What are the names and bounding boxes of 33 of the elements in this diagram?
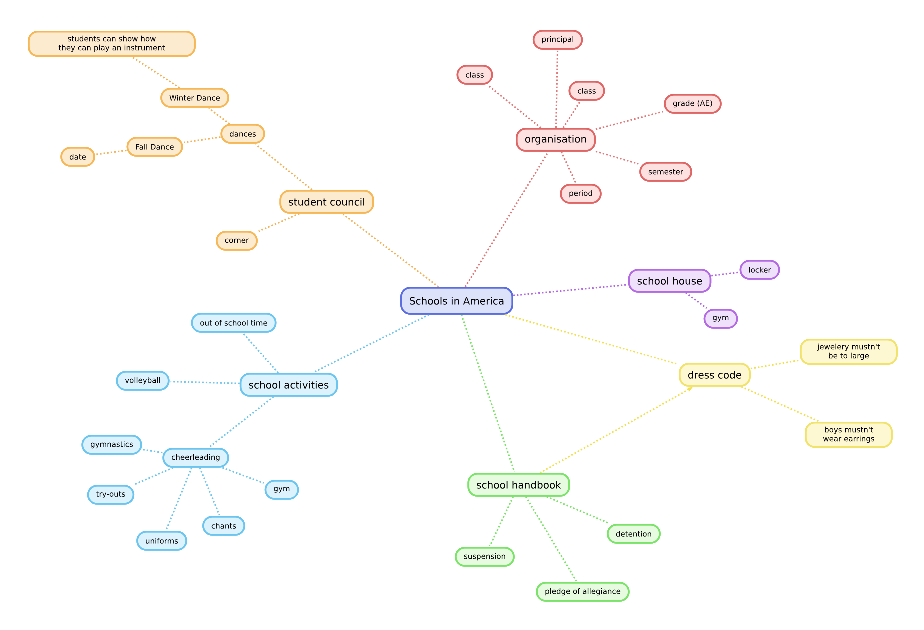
connector-line <box>143 449 163 454</box>
connector-line <box>513 284 628 296</box>
connector-line <box>525 496 578 582</box>
connector-line <box>342 214 440 288</box>
connector-line <box>741 386 820 422</box>
connector-line <box>712 272 739 277</box>
connector-line <box>258 213 300 232</box>
connector-line <box>505 314 678 366</box>
connector-line <box>242 333 280 374</box>
connector-line <box>546 496 610 524</box>
connector-line <box>555 50 559 128</box>
connector-line <box>132 56 180 89</box>
connector-line <box>208 396 274 448</box>
connector-line <box>562 101 581 129</box>
connector-line <box>184 136 221 144</box>
connector-line <box>170 380 240 384</box>
connector-line <box>134 467 174 486</box>
connector-line <box>686 292 708 310</box>
connector-line <box>460 314 516 472</box>
connector-line <box>256 144 313 191</box>
connector-line <box>560 152 577 184</box>
connector-line <box>96 150 127 156</box>
connector-line <box>750 360 800 370</box>
connector-line <box>596 150 639 165</box>
connector-line <box>199 468 220 516</box>
connector-line <box>488 84 542 129</box>
connector-line <box>166 468 193 530</box>
connector-line <box>489 496 514 547</box>
connector-line <box>222 467 264 484</box>
connector-line <box>596 111 664 130</box>
connector-line <box>464 152 549 288</box>
connector-line <box>313 314 430 374</box>
connector-line <box>208 108 230 125</box>
